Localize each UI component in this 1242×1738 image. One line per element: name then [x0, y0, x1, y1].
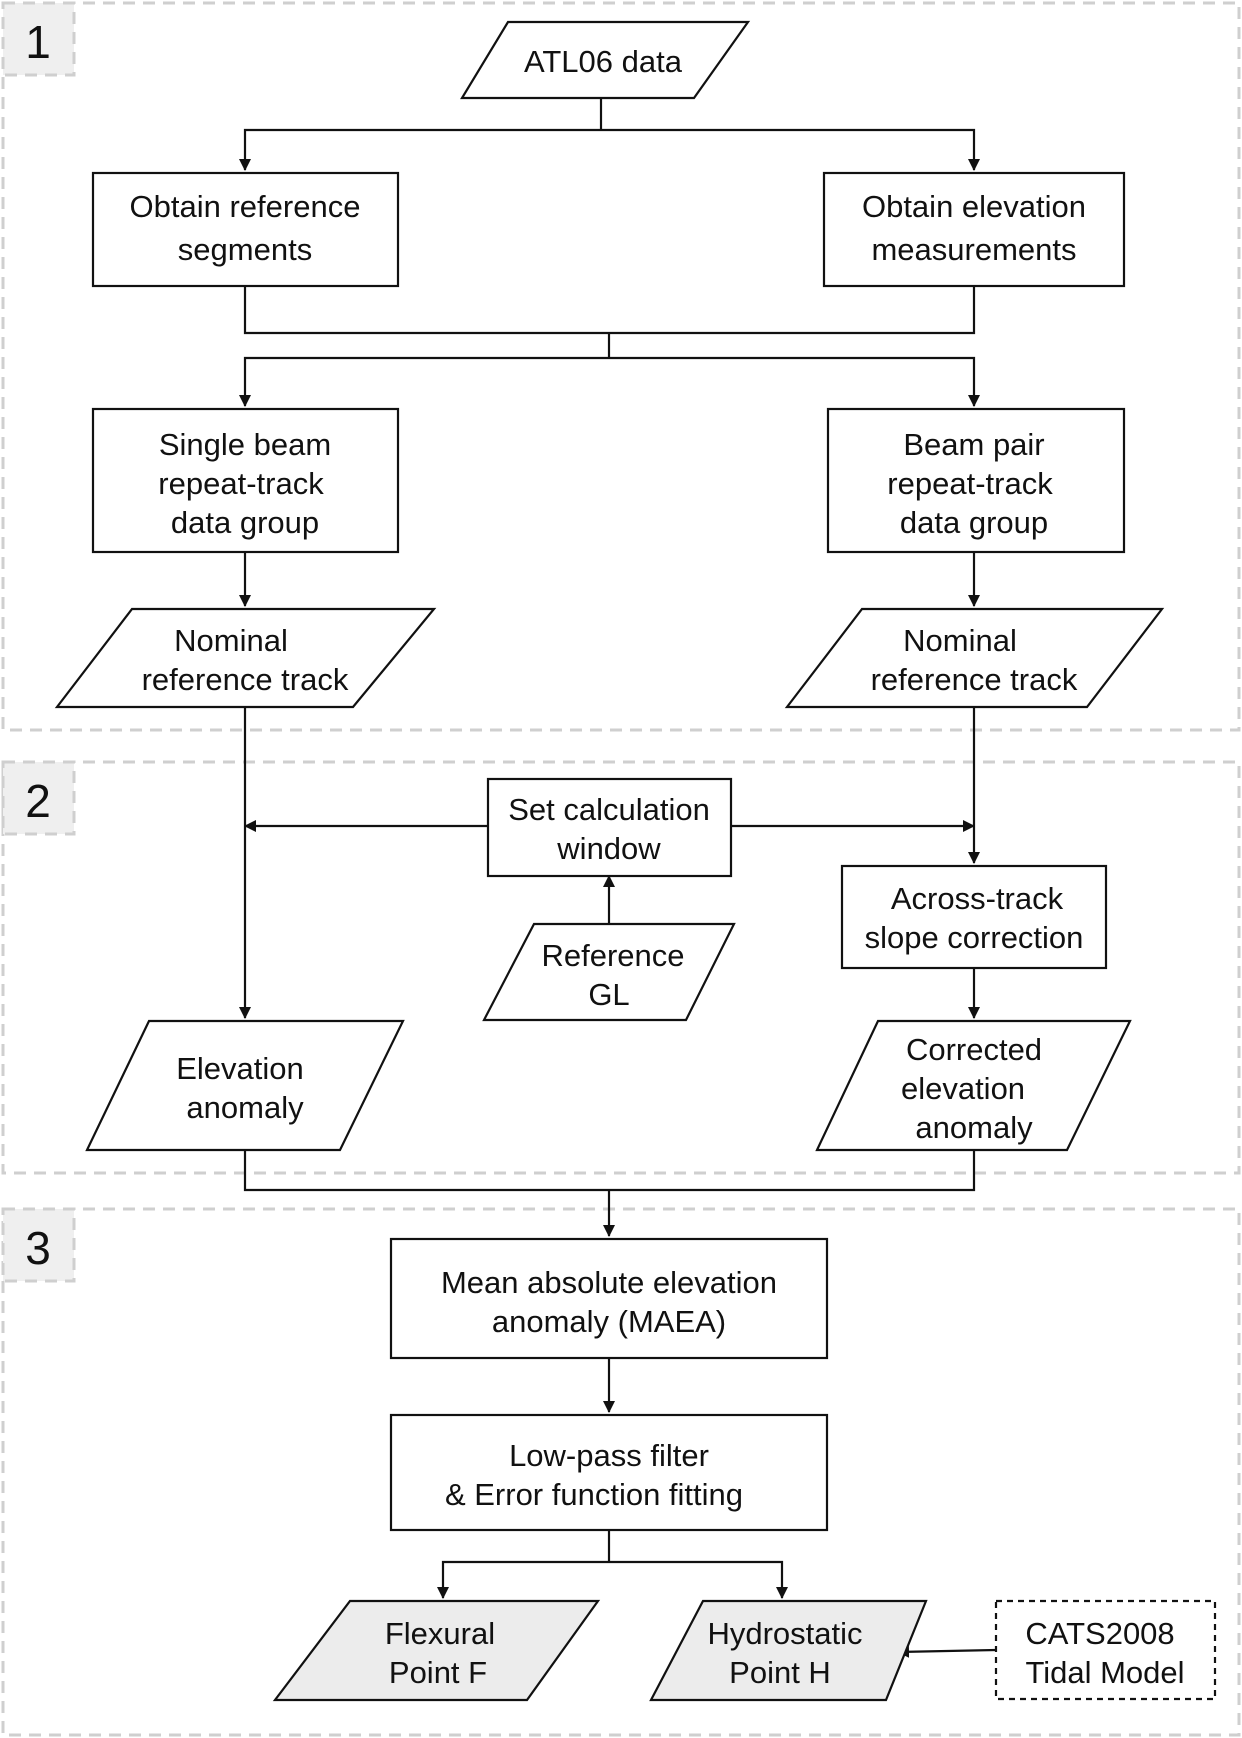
node-obtain-reference-segments: Obtain reference segments: [91, 171, 400, 288]
reference-gl-line-1: Reference: [541, 938, 684, 973]
corrected-line-1: Corrected: [906, 1032, 1042, 1067]
node-nominal-reference-track-right: Nominal reference track: [784, 607, 1165, 709]
section-1: 1: [1, 1, 1241, 732]
obtain-elev-line-2: measurements: [871, 232, 1076, 267]
connector-to-obtain-elev: [601, 128, 980, 171]
set-window-line-2: window: [556, 831, 661, 866]
nominal-left-line-1: Nominal: [174, 623, 288, 658]
connector-to-hydrostatic: [609, 1560, 788, 1599]
node-corrected-elevation-anomaly: Corrected elevation anomaly: [815, 1019, 1132, 1152]
obtain-ref-line-2: segments: [178, 232, 312, 267]
cats-line-2: Tidal Model: [1025, 1655, 1184, 1690]
flexural-line-1: Flexural: [385, 1616, 495, 1651]
cats-line-1: CATS2008: [1025, 1616, 1174, 1651]
beam-pair-line-2: repeat-track: [887, 466, 1053, 501]
obtain-ref-line-1: Obtain reference: [130, 189, 361, 224]
nominal-left-line-2: reference track: [142, 662, 349, 697]
section-2-number: 2: [25, 775, 51, 827]
node-lowpass-filter: Low-pass filter & Error function fitting: [389, 1413, 829, 1532]
maea-line-2: anomaly (MAEA): [492, 1304, 726, 1339]
node-atl06-data: ATL06 data: [460, 20, 751, 100]
beam-pair-line-3: data group: [900, 505, 1048, 540]
node-reference-gl: Reference GL: [482, 922, 736, 1022]
hydrostatic-line-2: Point H: [729, 1655, 831, 1690]
set-window-line-1: Set calculation: [508, 792, 710, 827]
connector-to-beam-pair: [609, 356, 980, 407]
node-elevation-anomaly: Elevation anomaly: [85, 1019, 405, 1152]
maea-line-1: Mean absolute elevation: [441, 1265, 777, 1300]
nominal-right-line-1: Nominal: [903, 623, 1017, 658]
obtain-elev-line-1: Obtain elevation: [862, 189, 1086, 224]
across-track-line-2: slope correction: [865, 920, 1084, 955]
node-single-beam-group: Single beam repeat-track data group: [91, 407, 400, 554]
section-2: 2: [1, 760, 1241, 1175]
connector-to-flexural: [437, 1560, 609, 1599]
beam-pair-line-1: Beam pair: [903, 427, 1044, 462]
node-flexural-point-f: Flexural Point F: [272, 1599, 601, 1702]
atl06-label: ATL06 data: [524, 44, 683, 79]
flexural-line-2: Point F: [389, 1655, 487, 1690]
connector-cats-to-hydrostatic: [897, 1645, 997, 1658]
node-maea: Mean absolute elevation anomaly (MAEA): [389, 1237, 829, 1360]
connector-to-obtain-ref: [239, 128, 601, 171]
lowpass-line-1: Low-pass filter: [509, 1438, 709, 1473]
node-across-track-slope-correction: Across-track slope correction: [840, 864, 1108, 970]
corrected-line-3: anomaly: [915, 1110, 1033, 1145]
section-3: 3: [1, 1207, 1241, 1737]
lowpass-line-2: & Error function fitting: [445, 1477, 743, 1512]
connector-to-single-beam: [239, 356, 609, 407]
single-beam-line-2: repeat-track: [158, 466, 324, 501]
node-obtain-elevation-measurements: Obtain elevation measurements: [822, 171, 1126, 288]
section-1-number: 1: [25, 16, 51, 68]
connectors: [239, 98, 997, 1658]
node-set-calculation-window: Set calculation window: [486, 777, 733, 878]
elev-anomaly-line-2: anomaly: [186, 1090, 304, 1125]
section-3-number: 3: [25, 1222, 51, 1274]
connector-anomalies-merge: [243, 1150, 976, 1192]
reference-gl-line-2: GL: [588, 977, 629, 1012]
single-beam-line-1: Single beam: [159, 427, 331, 462]
corrected-line-2: elevation: [901, 1071, 1025, 1106]
elev-anomaly-line-1: Elevation: [176, 1051, 304, 1086]
across-track-line-1: Across-track: [891, 881, 1064, 916]
connector-merge: [243, 286, 976, 335]
nominal-right-line-2: reference track: [871, 662, 1078, 697]
node-beam-pair-group: Beam pair repeat-track data group: [826, 407, 1126, 554]
node-cats2008-tidal-model: CATS2008 Tidal Model: [994, 1599, 1217, 1701]
node-nominal-reference-track-left: Nominal reference track: [54, 607, 437, 709]
node-hydrostatic-point-h: Hydrostatic Point H: [649, 1599, 928, 1702]
hydrostatic-line-1: Hydrostatic: [707, 1616, 862, 1651]
single-beam-line-3: data group: [171, 505, 319, 540]
